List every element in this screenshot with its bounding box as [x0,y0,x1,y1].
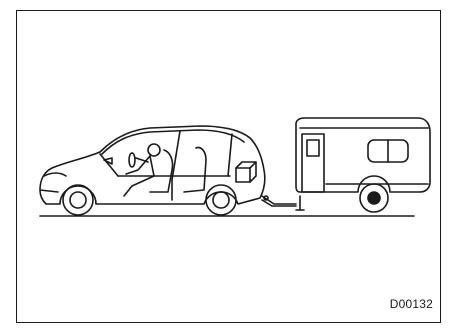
car-front-wheel [63,185,93,215]
rear-seat [184,148,206,193]
trailer-hitch [262,196,296,206]
cargo-box [236,168,250,182]
driver-figure [124,144,160,196]
travel-trailer [296,118,430,212]
trailer-door [302,134,324,192]
car-rear-wheel [206,185,236,215]
car [40,126,265,215]
figure-code-label: D00132 [390,297,433,311]
